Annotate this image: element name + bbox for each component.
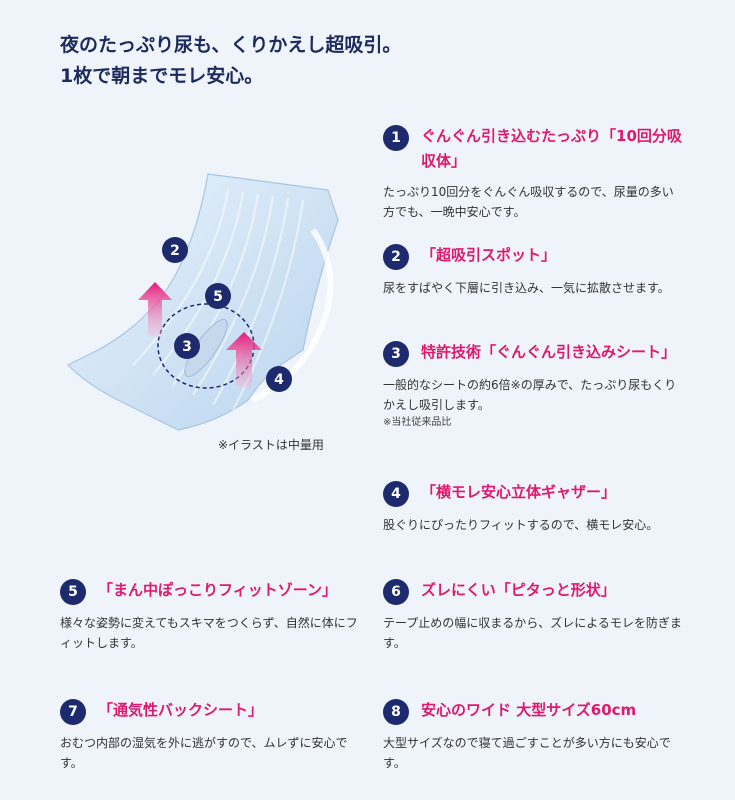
feature-description: 尿をすばやく下層に引き込み、一気に拡散させます。 <box>383 281 670 295</box>
svg-text:5: 5 <box>213 289 223 305</box>
marker-4: 4 <box>266 366 292 392</box>
headline-line-1: 夜のたっぷり尿も、くりかえし超吸引。 <box>60 34 402 56</box>
feature-number-badge: 6 <box>383 579 409 605</box>
feature-description: 一般的なシートの約6倍※の厚みで、たっぷり尿もくりかえし吸引します。 <box>383 378 677 412</box>
svg-text:4: 4 <box>274 372 284 388</box>
feature-title: 「超吸引スポット」 <box>421 246 557 264</box>
feature-number-badge: 2 <box>383 244 409 270</box>
feature-title: 特許技術「ぐんぐん引き込みシート」 <box>421 343 677 361</box>
pad-illustration-svg: 2 5 3 4 <box>66 173 339 431</box>
headline: 夜のたっぷり尿も、くりかえし超吸引。 1枚で朝までモレ安心。 <box>60 30 401 92</box>
feature-description: 様々な姿勢に変えてもスキマをつくらず、自然に体にフィットします。 <box>60 616 358 650</box>
marker-2: 2 <box>162 237 188 263</box>
feature-5: 5 「まん中ぽっこりフィットゾーン」 様々な姿勢に変えてもスキマをつくらず、自然… <box>60 578 358 653</box>
feature-description: 大型サイズなので寝て過ごすことが多い方にも安心です。 <box>383 736 671 770</box>
pad-illustration: 2 5 3 4 <box>58 160 358 450</box>
feature-number-badge: 3 <box>383 341 409 367</box>
feature-description: たっぷり10回分をぐんぐん吸収するので、尿量の多い方でも、一晩中安心です。 <box>383 185 674 219</box>
marker-5: 5 <box>205 283 231 309</box>
feature-number-badge: 1 <box>383 125 409 151</box>
feature-number-badge: 5 <box>60 579 86 605</box>
feature-title: 安心のワイド 大型サイズ60cm <box>421 701 637 719</box>
feature-number-badge: 4 <box>383 481 409 507</box>
feature-7: 7 「通気性バックシート」 おむつ内部の湿気を外に逃がすので、ムレずに安心です。 <box>60 698 358 773</box>
feature-description: テープ止めの幅に収まるから、ズレによるモレを防ぎます。 <box>383 616 682 650</box>
svg-text:2: 2 <box>170 243 180 259</box>
marker-3: 3 <box>174 333 200 359</box>
headline-line-2: 1枚で朝までモレ安心。 <box>60 65 264 87</box>
feature-title: ぐんぐん引き込むたっぷり「10回分吸収体」 <box>421 127 682 170</box>
feature-2: 2 「超吸引スポット」 尿をすばやく下層に引き込み、一気に拡散させます。 <box>383 243 683 298</box>
feature-4: 4 「横モレ安心立体ギャザー」 股ぐりにぴったりフィットするので、横モレ安心。 <box>383 480 683 535</box>
feature-1: 1 ぐんぐん引き込むたっぷり「10回分吸収体」 たっぷり10回分をぐんぐん吸収す… <box>383 124 683 222</box>
svg-text:3: 3 <box>182 339 192 355</box>
feature-3: 3 特許技術「ぐんぐん引き込みシート」 一般的なシートの約6倍※の厚みで、たっぷ… <box>383 340 683 431</box>
feature-footnote: ※当社従来品比 <box>383 417 452 428</box>
feature-title: 「横モレ安心立体ギャザー」 <box>421 483 617 501</box>
feature-description: 股ぐりにぴったりフィットするので、横モレ安心。 <box>383 518 659 532</box>
pink-arrow-left-icon <box>138 282 172 338</box>
feature-title: 「まん中ぽっこりフィットゾーン」 <box>98 581 337 599</box>
feature-6: 6 ズレにくい「ピタっと形状」 テープ止めの幅に収まるから、ズレによるモレを防ぎ… <box>383 578 683 653</box>
illustration-note: ※イラストは中量用 <box>218 438 324 452</box>
feature-number-badge: 7 <box>60 699 86 725</box>
feature-description: おむつ内部の湿気を外に逃がすので、ムレずに安心です。 <box>60 736 348 770</box>
feature-title: 「通気性バックシート」 <box>98 701 264 719</box>
pink-arrow-right-icon <box>226 332 262 390</box>
feature-8: 8 安心のワイド 大型サイズ60cm 大型サイズなので寝て過ごすことが多い方にも… <box>383 698 683 773</box>
feature-title: ズレにくい「ピタっと形状」 <box>421 581 616 599</box>
feature-number-badge: 8 <box>383 699 409 725</box>
